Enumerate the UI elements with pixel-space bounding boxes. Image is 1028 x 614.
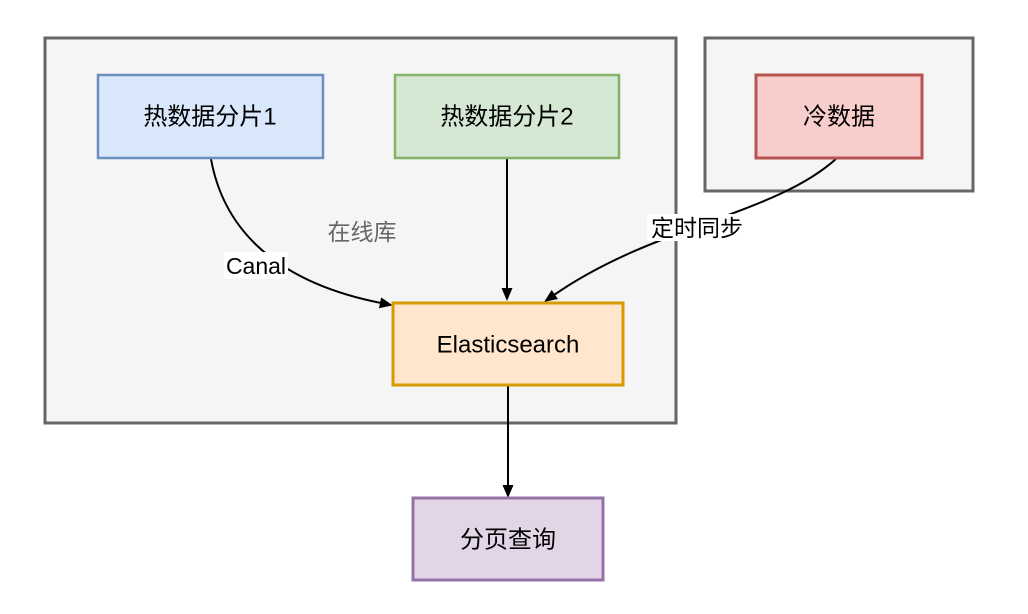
edge-label-scheduled-sync: 定时同步 [647,214,748,241]
edge-label-canal-text: Canal [226,253,286,279]
container-online-db-label: 在线库 [328,219,397,245]
node-elasticsearch: Elasticsearch [391,301,625,387]
node-cold-data-rect [754,73,924,160]
node-paged-query: 分页查询 [411,496,605,582]
edge-label-canal: Canal [224,252,288,279]
edge-label-scheduled-sync-text: 定时同步 [651,215,743,241]
node-paged-query-label: 分页查询 [460,527,556,554]
node-hot-shard-2-label: 热数据分片2 [440,104,573,131]
node-hot-shard-2: 热数据分片2 [393,73,621,160]
edge-hot-shard-1-to-elasticsearch [210,158,393,309]
node-cold-data: 冷数据 [754,73,924,160]
edge-label-scheduled-sync-bg [647,214,748,241]
node-elasticsearch-label: Elasticsearch [437,332,580,359]
edge-label-canal-bg [224,252,288,279]
node-hot-shard-1-rect [96,73,325,160]
node-elasticsearch-rect [391,301,625,387]
node-hot-shard-2-rect [393,73,621,160]
node-hot-shard-1-label: 热数据分片1 [143,104,276,131]
node-paged-query-rect [411,496,605,582]
node-hot-shard-1: 热数据分片1 [96,73,325,160]
node-cold-data-label: 冷数据 [803,104,875,131]
